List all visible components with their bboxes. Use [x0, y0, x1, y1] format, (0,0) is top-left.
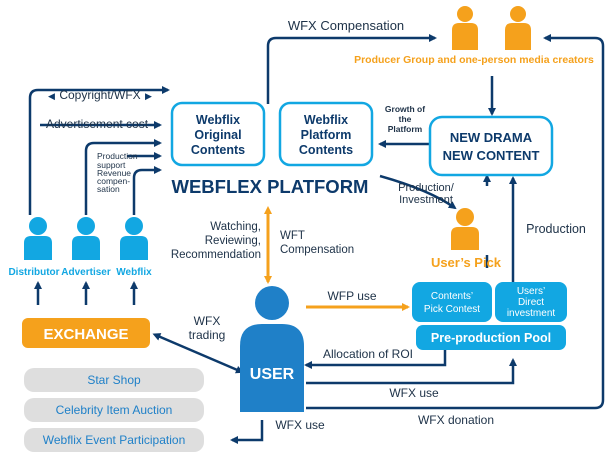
- contents-pick-contest-box[interactable]: [412, 282, 492, 322]
- new-drama-box[interactable]: [428, 115, 554, 177]
- label-users-direct-2: Direct: [518, 297, 544, 308]
- webflix-person-icon: [120, 217, 148, 260]
- advertiser-person-icon: [72, 217, 100, 260]
- label-platform-2: Platform: [301, 128, 352, 142]
- star-shop-box[interactable]: [24, 368, 204, 392]
- label-wfx-donation: WFX donation: [418, 413, 494, 427]
- label-growth-3: Platform: [388, 124, 423, 134]
- label-wfx-use-2: WFX use: [275, 418, 325, 432]
- label-celebrity-auction: Celebrity Item Auction: [56, 403, 173, 417]
- label-exchange: EXCHANGE: [43, 326, 128, 343]
- users-direct-investment-box[interactable]: [495, 282, 567, 322]
- arrow-revenue-compensation: [132, 166, 162, 215]
- distributor-person-icon: [24, 217, 52, 260]
- arrow-wfx-compensation: [266, 34, 437, 104]
- label-producer-group: Producer Group and one-person media crea…: [354, 54, 594, 66]
- label-revenue-comp-1: Revenue: [97, 168, 131, 178]
- label-event-participation: Webflix Event Participation: [43, 433, 186, 447]
- label-wft-1: WFT: [280, 230, 305, 242]
- label-advertiser: Advertiser: [61, 267, 111, 278]
- label-production-support-1: Production: [97, 151, 138, 161]
- label-original-3: Contents: [191, 143, 245, 157]
- label-revenue-comp-3: sation: [97, 184, 120, 194]
- label-new-drama: NEW DRAMA: [450, 130, 533, 145]
- diagram-labels: WFX Compensation Producer Group and one-…: [8, 18, 594, 447]
- label-production-investment-2: Investment: [399, 194, 453, 206]
- label-user: USER: [250, 366, 295, 383]
- right-triangle-icon: ▶: [145, 91, 152, 101]
- line-advertiser-up: [84, 139, 162, 215]
- label-distributor: Distributor: [8, 267, 59, 278]
- label-platform-3: Contents: [299, 143, 353, 157]
- label-production: Production: [526, 222, 586, 236]
- label-copyright-wfx: Copyright/WFX: [59, 88, 140, 102]
- label-contents-pick-1: Contents’: [431, 291, 473, 302]
- arrow-wfx-trading: [152, 333, 244, 374]
- label-contents-pick-2: Pick Contest: [424, 304, 480, 315]
- webflix-original-contents[interactable]: [170, 101, 266, 167]
- label-allocation-roi: Allocation of ROI: [323, 347, 413, 361]
- webflix-platform-contents[interactable]: [278, 101, 374, 167]
- label-original-2: Original: [194, 128, 241, 142]
- left-triangle-icon: ◀: [48, 91, 55, 101]
- label-growth-2: the: [399, 114, 412, 124]
- label-users-direct-1: Users’: [517, 286, 545, 297]
- arrow-wfx-donation: [306, 34, 605, 410]
- user-person-icon[interactable]: [240, 286, 304, 412]
- arrow-production-investment: [379, 174, 457, 210]
- label-webflix: Webflix: [116, 267, 152, 278]
- label-preproduction-pool: Pre-production Pool: [431, 331, 551, 345]
- arrow-wfx-use-left: [230, 420, 264, 444]
- label-wfx-compensation: WFX Compensation: [288, 18, 404, 33]
- label-production-investment-1: Production/: [398, 182, 455, 194]
- label-wfx-use-1: WFX use: [389, 386, 439, 400]
- celebrity-auction-box[interactable]: [24, 398, 204, 422]
- arrow-allocation-roi: [304, 350, 447, 369]
- producer-person-icon: [452, 6, 478, 50]
- arrow-wfx-use-right: [306, 358, 517, 385]
- label-webflex-platform: WEBFLEX PLATFORM: [172, 176, 369, 197]
- event-participation-box[interactable]: [24, 428, 204, 452]
- label-users-pick: User’s Pick: [431, 255, 502, 270]
- label-original-1: Webflix: [196, 113, 240, 127]
- exchange-box[interactable]: [22, 318, 150, 348]
- orange-connectors: [264, 206, 410, 311]
- label-users-direct-3: investment: [507, 308, 556, 319]
- label-wfp-use: WFP use: [327, 289, 376, 303]
- label-production-support-2: support: [97, 160, 126, 170]
- label-advertisement-cost: Advertisement cost: [46, 117, 149, 131]
- preproduction-pool-box[interactable]: [416, 325, 566, 350]
- label-watching-1: Watching,: [210, 221, 261, 233]
- label-growth-1: Growth of: [385, 104, 425, 114]
- users-pick-person-icon: [451, 208, 479, 250]
- label-wfx-trading-1: WFX: [194, 314, 221, 328]
- label-new-content: NEW CONTENT: [443, 148, 540, 163]
- producer-person-icon: [505, 6, 531, 50]
- arrow-distributor-to-original: [28, 86, 170, 215]
- connectors: [28, 34, 605, 444]
- label-wft-2: Compensation: [280, 244, 354, 256]
- label-wfx-trading-2: trading: [189, 328, 226, 342]
- label-watching-2: Reviewing,: [205, 235, 261, 247]
- label-revenue-comp-2: compen-: [97, 176, 130, 186]
- label-watching-3: Recommendation: [171, 249, 261, 261]
- label-platform-1: Webflix: [304, 113, 348, 127]
- label-star-shop: Star Shop: [87, 373, 141, 387]
